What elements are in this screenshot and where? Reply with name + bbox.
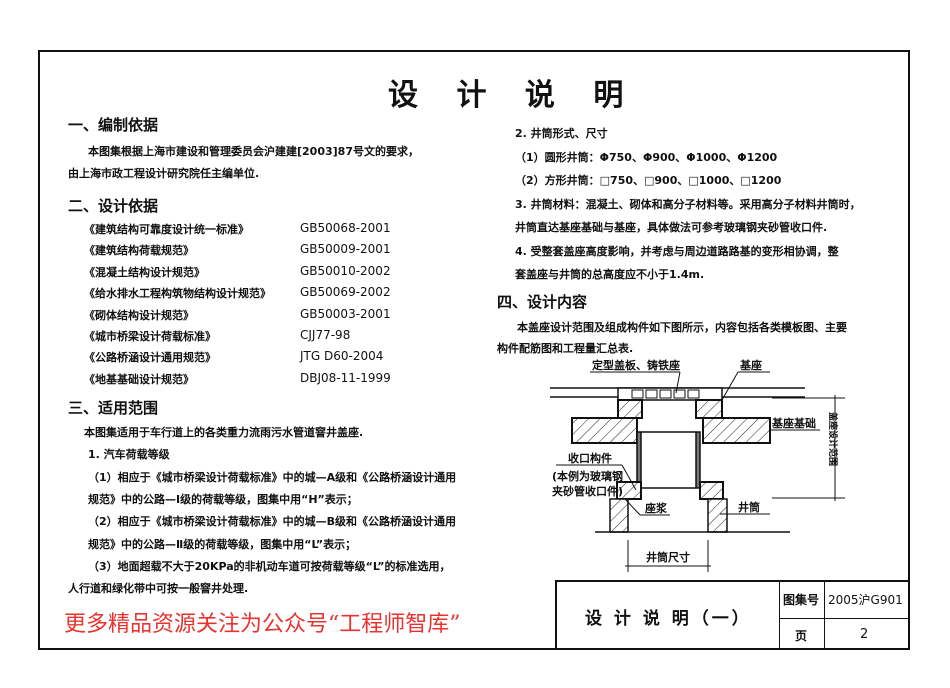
label-shaft: 井筒 [738,500,760,514]
reference-name: 《地基基础设计规范》 [84,372,194,386]
text-line: （2）相应于《城市桥梁设计荷载标准》中的城—B级和《公路桥涵设计通用 [88,515,457,529]
text-line: 2. 井筒形式、尺寸 [515,127,608,140]
text-line: 本图集适用于车行道上的各类重力流雨污水管道窨井盖座. [84,426,364,439]
text-line: （2）方形井筒：□750、□900、□1000、□1200 [515,174,782,187]
atlas-number: 2005沪G901 [828,593,903,607]
text-line: 井筒直达基座基础与基座，具体做法可参考玻璃钢夹砂管收口件. [515,221,828,234]
label-collar-note: 夹砂管收口件) [552,484,623,498]
title-block: 设 计 说 明（一） 图集号 2005沪G901 页 2 [555,580,910,650]
reference-name: 《公路桥涵设计通用规范》 [84,351,216,365]
label-seat: 基座 [739,358,762,372]
text-line: 3. 井筒材料：混凝土、砌体和高分子材料等。采用高分子材料井筒时， [515,197,861,211]
page-title: 设 计 说 明 [388,78,638,113]
text-line: （3）地面超载不大于20KPa的非机动车道可按荷载等级“L”的标准选用， [88,559,451,573]
reference-code: CJJ77-98 [300,328,351,342]
reference-code: JTG D60-2004 [300,349,384,364]
sheet-title: 设 计 说 明（一） [585,609,752,629]
text-line: 本图集根据上海市建设和管理委员会沪建建[2003]87号文的要求， [88,145,419,158]
section-heading: 三、适用范围 [68,399,159,417]
label-mortar: 座浆 [644,501,668,515]
section-heading: 二、设计依据 [68,197,159,215]
section-heading: 一、编制依据 [68,116,159,134]
text-line: 由上海市政工程设计研究院任主编单位. [68,167,260,180]
reference-name: 《城市桥梁设计荷载标准》 [84,330,216,343]
reference-code: GB50069-2002 [300,285,391,300]
label-collar: 收口构件 [568,451,612,465]
reference-name: 《给水排水工程构筑物结构设计规范》 [84,287,271,301]
text-line: 本盖座设计范围及组成构件如下图所示，内容包括各类模板图、主要 [517,321,847,334]
reference-name: 《建筑结构荷载规范》 [84,244,194,258]
reference-code: GB50009-2001 [300,242,391,257]
reference-code: GB50010-2002 [300,263,391,278]
page-number: 2 [860,627,869,642]
label-foundation: 基座基础 [771,416,816,430]
section-heading: 四、设计内容 [497,293,588,311]
reference-code: GB50003-2001 [300,306,391,321]
text-line: （1）相应于《城市桥梁设计荷载标准》中的城—A级和《公路桥涵设计通用 [88,470,457,484]
text-line: 1. 汽车荷载等级 [88,448,170,462]
label-collar-note: (本例为玻璃钢 [552,469,623,483]
text-line: 规范》中的公路—Ⅱ级的荷载等级，图集中用“L”表示； [88,537,357,551]
reference-name: 《混凝土结构设计规范》 [84,265,205,279]
reference-code: GB50068-2001 [300,221,391,235]
label-shaft-size: 井筒尺寸 [646,550,690,564]
reference-name: 《砌体结构设计规范》 [84,308,194,322]
text-line: 4. 受整套盖座高度影响，并考虑与周边道路路基的变形相协调，整 [515,244,839,258]
reference-code: DBJ08-11-1999 [300,370,391,385]
text-line: 人行道和绿化带中可按一般窨井处理. [68,582,249,596]
text-line: 规范》中的公路—Ⅰ级的荷载等级，图集中用“H”表示； [88,492,358,506]
watermark: 更多精品资源关注为公众号“工程师智库” [64,612,461,637]
page-label: 页 [795,629,808,643]
text-line: （1）圆形井筒：Φ750、Φ900、Φ1000、Φ1200 [515,150,778,164]
text-line: 套盖座与井筒的总高度应不小于1.4m. [515,268,705,281]
text-line: 构件配筋图和工程量汇总表. [497,342,634,355]
label-cover: 定型盖板、铸铁座 [592,358,680,372]
drawing-frame [38,50,910,650]
label-design-range: 盖座设计范围 [827,412,839,466]
reference-name: 《建筑结构可靠度设计统一标准》 [84,223,249,236]
atlas-label: 图集号 [783,593,820,607]
